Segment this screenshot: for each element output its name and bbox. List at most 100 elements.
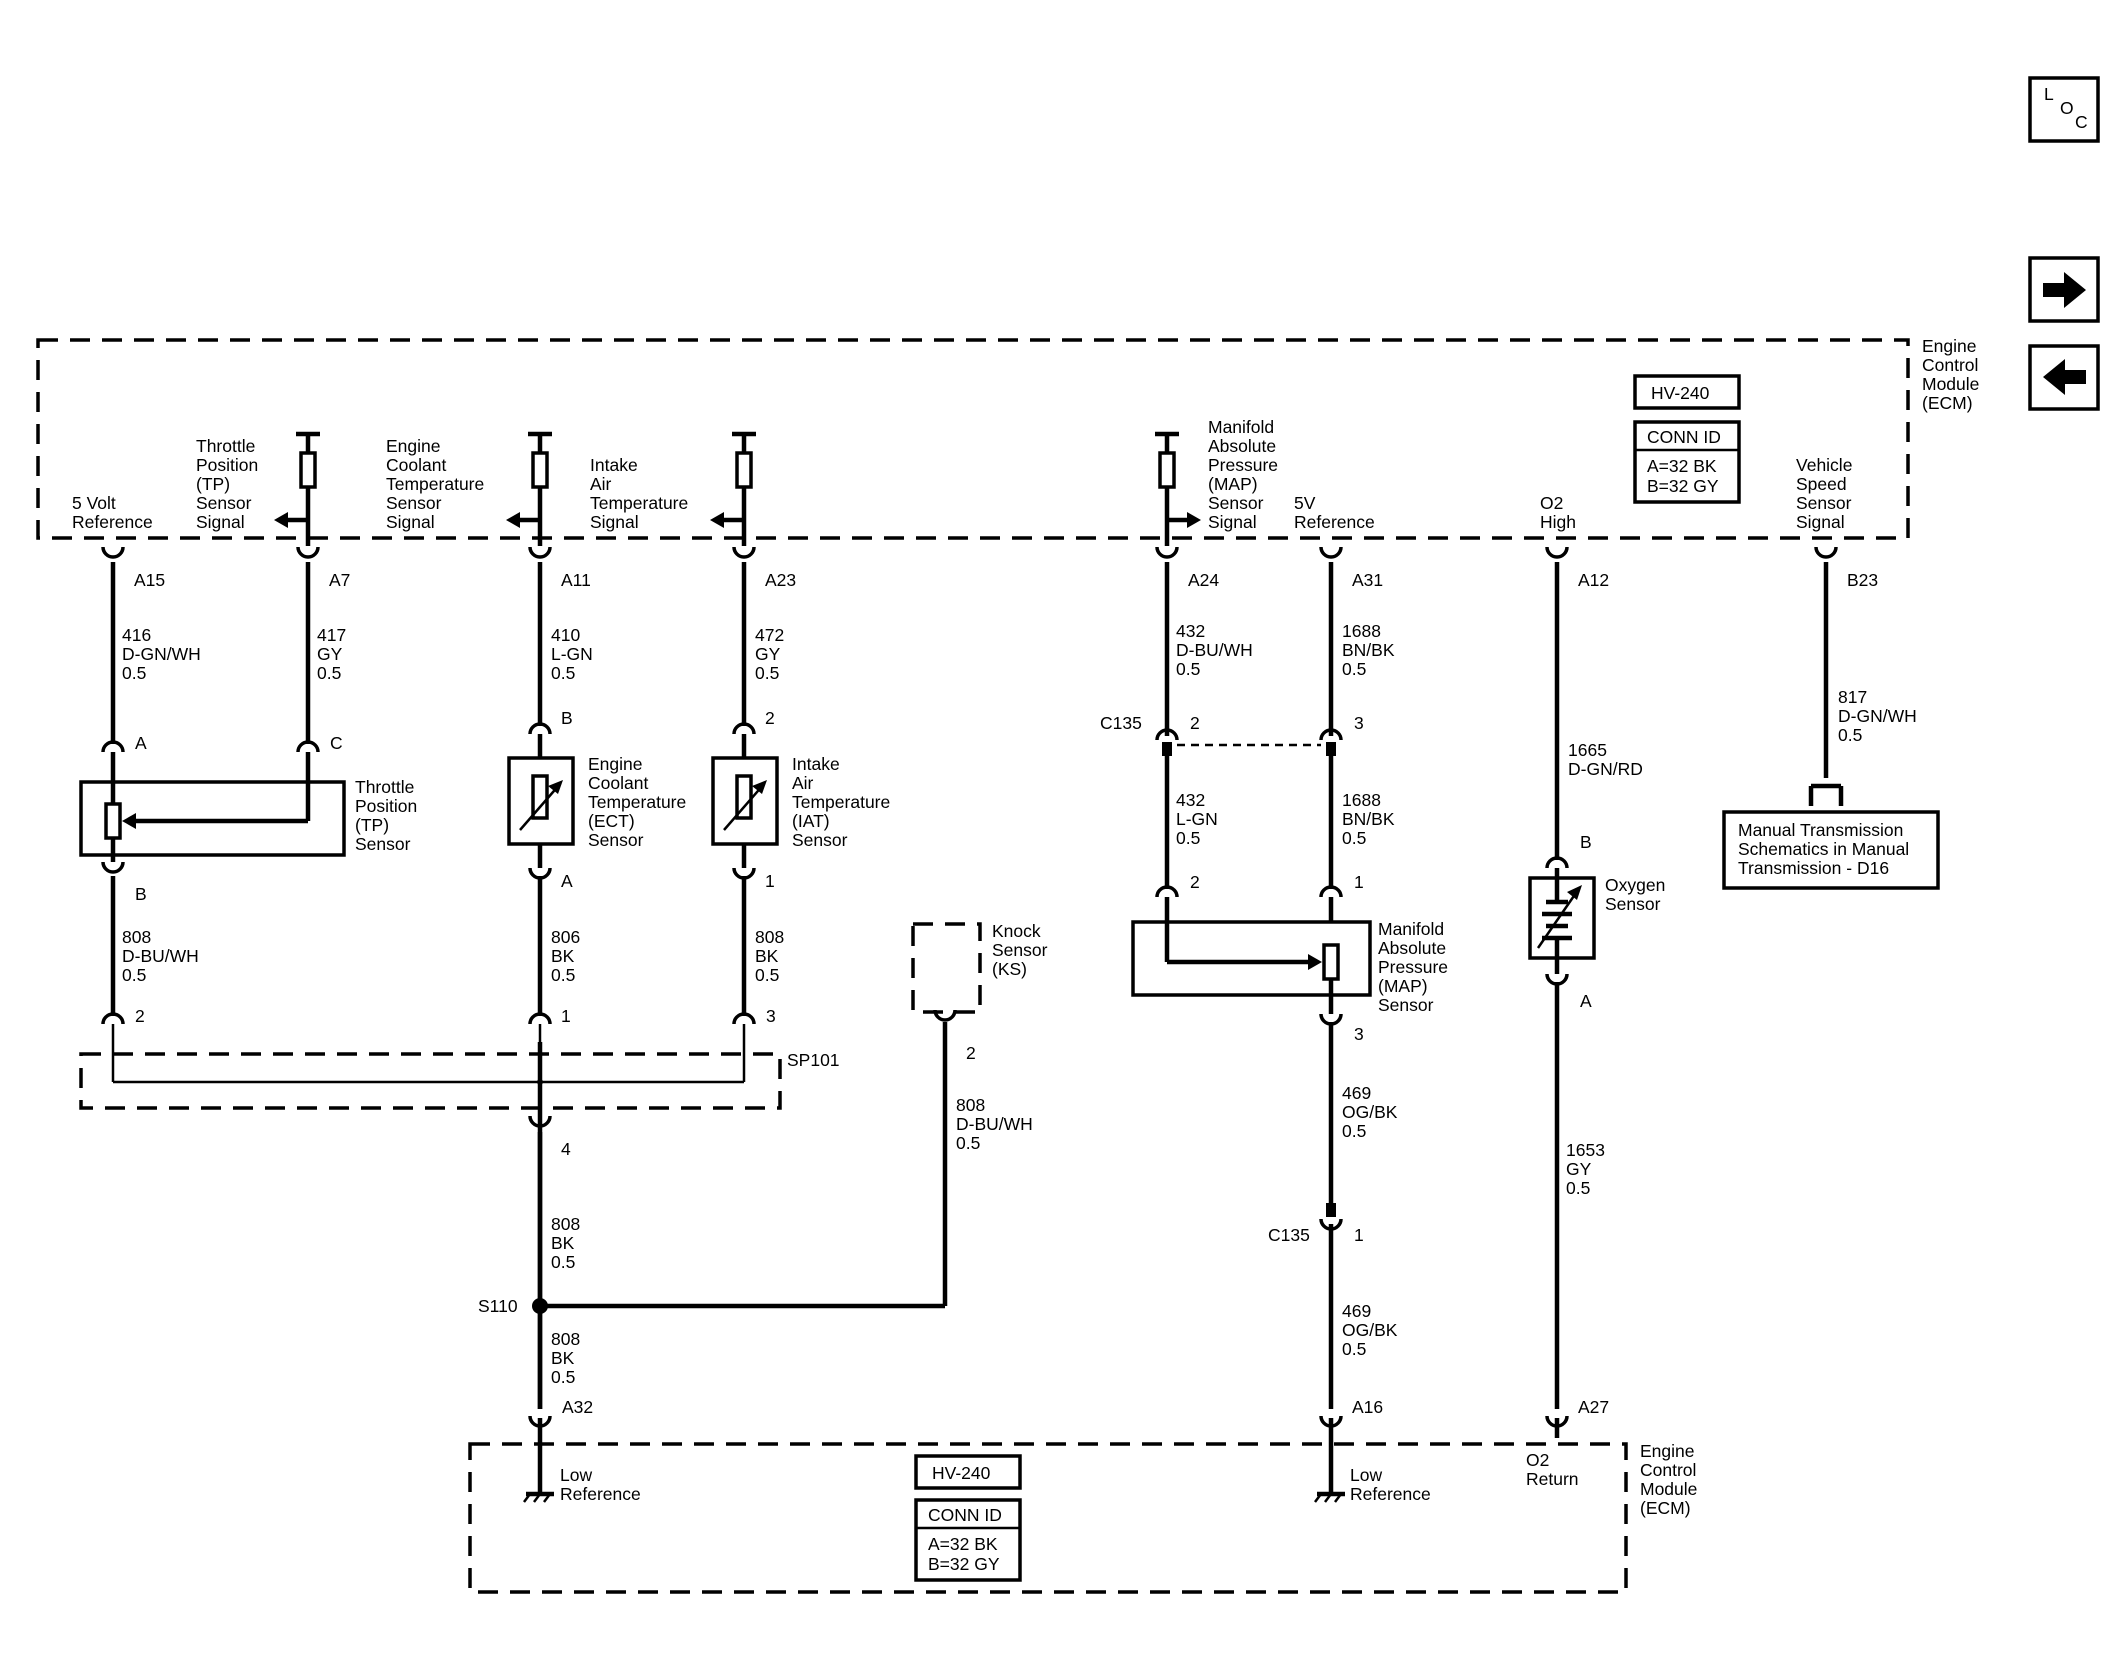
svg-text:2: 2: [966, 1043, 976, 1063]
svg-text:Reference: Reference: [1350, 1484, 1431, 1504]
ecm-top-boundary: [36, 338, 1910, 540]
svg-text:Absolute: Absolute: [1208, 436, 1276, 456]
svg-text:Reference: Reference: [560, 1484, 641, 1504]
svg-text:Engine: Engine: [1640, 1441, 1695, 1461]
svg-text:3: 3: [1354, 1024, 1364, 1044]
svg-text:417: 417: [317, 625, 346, 645]
svg-text:Intake: Intake: [792, 754, 840, 774]
svg-text:BK: BK: [551, 946, 575, 966]
svg-text:Reference: Reference: [1294, 512, 1375, 532]
splice-s110-label: S110: [478, 1296, 518, 1316]
svg-text:Absolute: Absolute: [1378, 938, 1446, 958]
svg-text:BN/BK: BN/BK: [1342, 809, 1395, 829]
splice-pack-sp101: 2 1 3 4 SP101: [79, 1006, 840, 1159]
label-low-reference-2: Low Reference: [1350, 1465, 1431, 1504]
svg-text:0.5: 0.5: [755, 663, 779, 683]
svg-text:0.5: 0.5: [1176, 659, 1200, 679]
svg-text:1: 1: [1354, 872, 1364, 892]
svg-text:Sensor: Sensor: [386, 493, 442, 513]
ecm-top-hv-label: HV-240: [1633, 374, 1741, 410]
label-map-sensor-signal: Manifold Absolute Pressure (MAP) Sensor …: [1208, 417, 1278, 532]
ecm-pullup-tp: [274, 431, 320, 546]
svg-text:0.5: 0.5: [1342, 828, 1366, 848]
ecm-top-conn-id: CONN ID A=32 BK B=32 GY: [1633, 420, 1741, 504]
svg-text:1: 1: [1354, 1225, 1364, 1245]
ground-symbol-2: [1314, 1491, 1345, 1503]
svg-text:1688: 1688: [1342, 621, 1381, 641]
svg-text:0.5: 0.5: [1342, 659, 1366, 679]
previous-page-button[interactable]: [2028, 344, 2100, 411]
svg-text:Position: Position: [196, 455, 258, 475]
label-o2-return: O2 Return: [1526, 1450, 1579, 1489]
ecm-pullup-iat: [710, 431, 756, 546]
ecm-bottom-conn-id: CONN ID A=32 BK B=32 GY: [914, 1498, 1022, 1582]
svg-text:D-GN/WH: D-GN/WH: [122, 644, 201, 664]
svg-text:0.5: 0.5: [122, 663, 146, 683]
svg-text:Pressure: Pressure: [1208, 455, 1278, 475]
next-page-button[interactable]: [2028, 256, 2100, 323]
throttle-position-sensor: A C B Throttle Position (TP) Sensor: [79, 733, 417, 904]
svg-text:Coolant: Coolant: [386, 455, 446, 475]
label-5-volt-reference: 5 Volt Reference: [72, 493, 153, 532]
svg-text:Engine: Engine: [1922, 336, 1977, 356]
pin-a15: A15: [134, 570, 165, 590]
svg-text:0.5: 0.5: [1176, 828, 1200, 848]
svg-text:469: 469: [1342, 1083, 1371, 1103]
svg-text:OG/BK: OG/BK: [1342, 1102, 1398, 1122]
svg-text:Sensor: Sensor: [792, 830, 848, 850]
svg-text:Signal: Signal: [196, 512, 245, 532]
svg-text:0.5: 0.5: [755, 965, 779, 985]
label-low-reference-1: Low Reference: [560, 1465, 641, 1504]
svg-text:5V: 5V: [1294, 493, 1316, 513]
svg-text:CONN ID: CONN ID: [928, 1505, 1002, 1525]
svg-text:806: 806: [551, 927, 580, 947]
svg-text:Sensor: Sensor: [1796, 493, 1852, 513]
svg-text:BK: BK: [755, 946, 779, 966]
svg-text:Signal: Signal: [590, 512, 639, 532]
svg-text:1688: 1688: [1342, 790, 1381, 810]
pin-a11: A11: [561, 570, 591, 590]
svg-text:1665: 1665: [1568, 740, 1607, 760]
label-ect-sensor-signal: Engine Coolant Temperature Sensor Signal: [386, 436, 484, 532]
knock-sensor: Knock Sensor (KS) 2: [911, 921, 1048, 1063]
svg-text:0.5: 0.5: [1342, 1339, 1366, 1359]
engine-coolant-temperature-sensor: B A Engine Coolant Temperature (ECT) Sen…: [507, 708, 686, 891]
svg-text:3: 3: [1354, 713, 1364, 733]
svg-text:Knock: Knock: [992, 921, 1041, 941]
svg-text:Temperature: Temperature: [792, 792, 890, 812]
svg-text:(ECM): (ECM): [1922, 393, 1973, 413]
svg-text:A: A: [561, 871, 573, 891]
svg-text:GY: GY: [317, 644, 343, 664]
svg-text:SP101: SP101: [787, 1050, 840, 1070]
manual-transmission-reference[interactable]: Manual Transmission Schematics in Manual…: [1722, 783, 1940, 890]
svg-text:D-GN/RD: D-GN/RD: [1568, 759, 1643, 779]
svg-text:HV-240: HV-240: [1651, 383, 1710, 403]
svg-text:(MAP): (MAP): [1208, 474, 1258, 494]
svg-text:Sensor: Sensor: [1378, 995, 1434, 1015]
ecm-pullup-map: [1155, 431, 1201, 546]
wire-segments: [110, 562, 1829, 1494]
svg-text:GY: GY: [1566, 1159, 1592, 1179]
label-5v-reference: 5V Reference: [1294, 493, 1375, 532]
svg-text:0.5: 0.5: [551, 663, 575, 683]
svg-text:416: 416: [122, 625, 151, 645]
svg-text:Return: Return: [1526, 1469, 1579, 1489]
svg-text:A: A: [135, 733, 147, 753]
pin-a27: A27: [1578, 1397, 1609, 1417]
svg-text:432: 432: [1176, 621, 1205, 641]
svg-text:B=32 GY: B=32 GY: [928, 1554, 1000, 1574]
svg-text:D-BU/WH: D-BU/WH: [956, 1114, 1033, 1134]
svg-text:BK: BK: [551, 1233, 575, 1253]
loc-button[interactable]: L O C: [2028, 76, 2100, 143]
svg-text:Engine: Engine: [588, 754, 643, 774]
svg-text:Vehicle: Vehicle: [1796, 455, 1852, 475]
